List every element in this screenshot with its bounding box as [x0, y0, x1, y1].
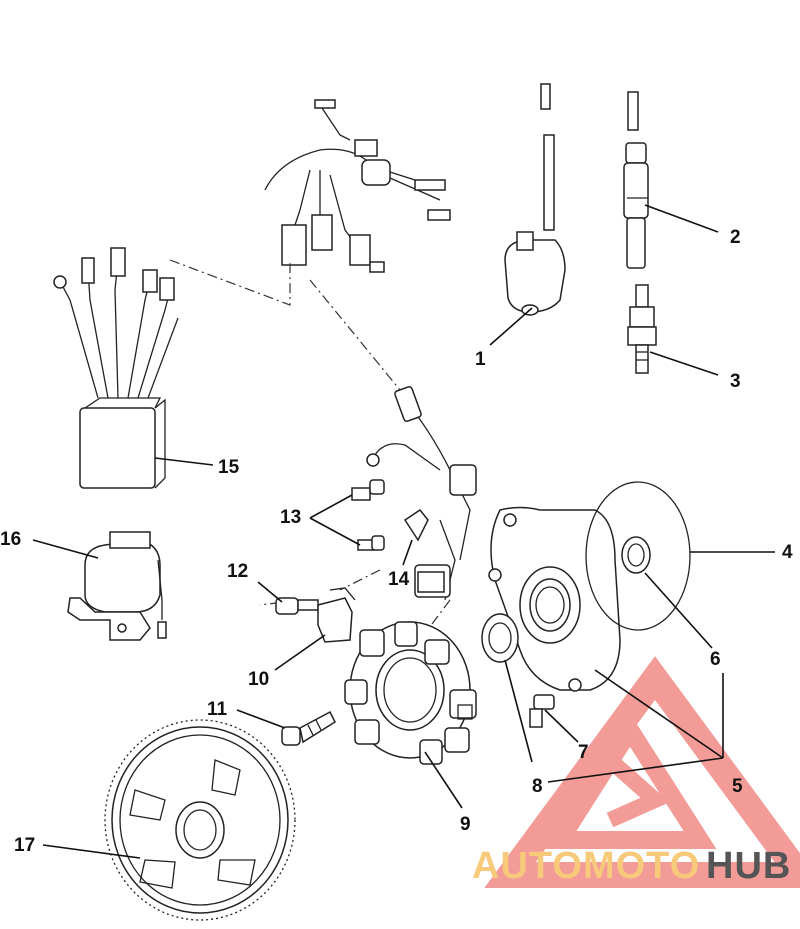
callout-labels: 1 2 3 4 5 6 7 8 9 10 11 12 13 14 15 16 1…	[0, 227, 793, 856]
callout-2: 2	[730, 227, 741, 248]
callout-15: 15	[218, 457, 240, 478]
callout-10: 10	[248, 669, 269, 690]
screws-13	[351, 479, 385, 551]
stator	[344, 621, 477, 765]
spark-plug-wire	[540, 6, 639, 131]
screw-12	[275, 597, 319, 615]
callout-9: 9	[460, 814, 471, 835]
stator-plate	[488, 506, 621, 692]
callout-12: 12	[227, 561, 248, 582]
leader-lines	[32, 204, 775, 859]
spark-plug	[627, 284, 657, 374]
callout-4: 4	[782, 542, 793, 563]
bolt-7	[529, 694, 555, 728]
callout-11: 11	[207, 699, 228, 720]
callout-17: 17	[14, 835, 35, 856]
callout-5: 5	[732, 776, 743, 797]
callout-7: 7	[578, 742, 589, 763]
watermark-text: AUTOMOTO HUB	[472, 845, 791, 887]
wire-clamp	[317, 587, 356, 643]
callout-1: 1	[475, 349, 486, 370]
callout-3: 3	[730, 371, 741, 392]
callout-6: 6	[710, 649, 721, 670]
screw-11	[281, 710, 336, 746]
stator-harness	[366, 385, 477, 601]
voltage-regulator	[53, 247, 179, 489]
trigger-coil	[403, 508, 451, 598]
starter-solenoid	[67, 531, 167, 641]
callout-13: 13	[280, 507, 301, 528]
watermark-hub: HUB	[706, 845, 791, 887]
ignition-coil	[504, 134, 566, 316]
callout-8: 8	[532, 776, 543, 797]
spark-plug-cap	[623, 142, 649, 269]
watermark-automoto: AUTOMOTO	[472, 845, 700, 887]
wiring-harness	[264, 99, 451, 273]
oil-seal-6	[621, 536, 651, 574]
flywheel	[104, 719, 296, 921]
callout-16: 16	[0, 529, 21, 550]
oil-seal-8	[481, 613, 519, 663]
callout-14: 14	[388, 569, 410, 590]
o-ring	[585, 481, 691, 631]
